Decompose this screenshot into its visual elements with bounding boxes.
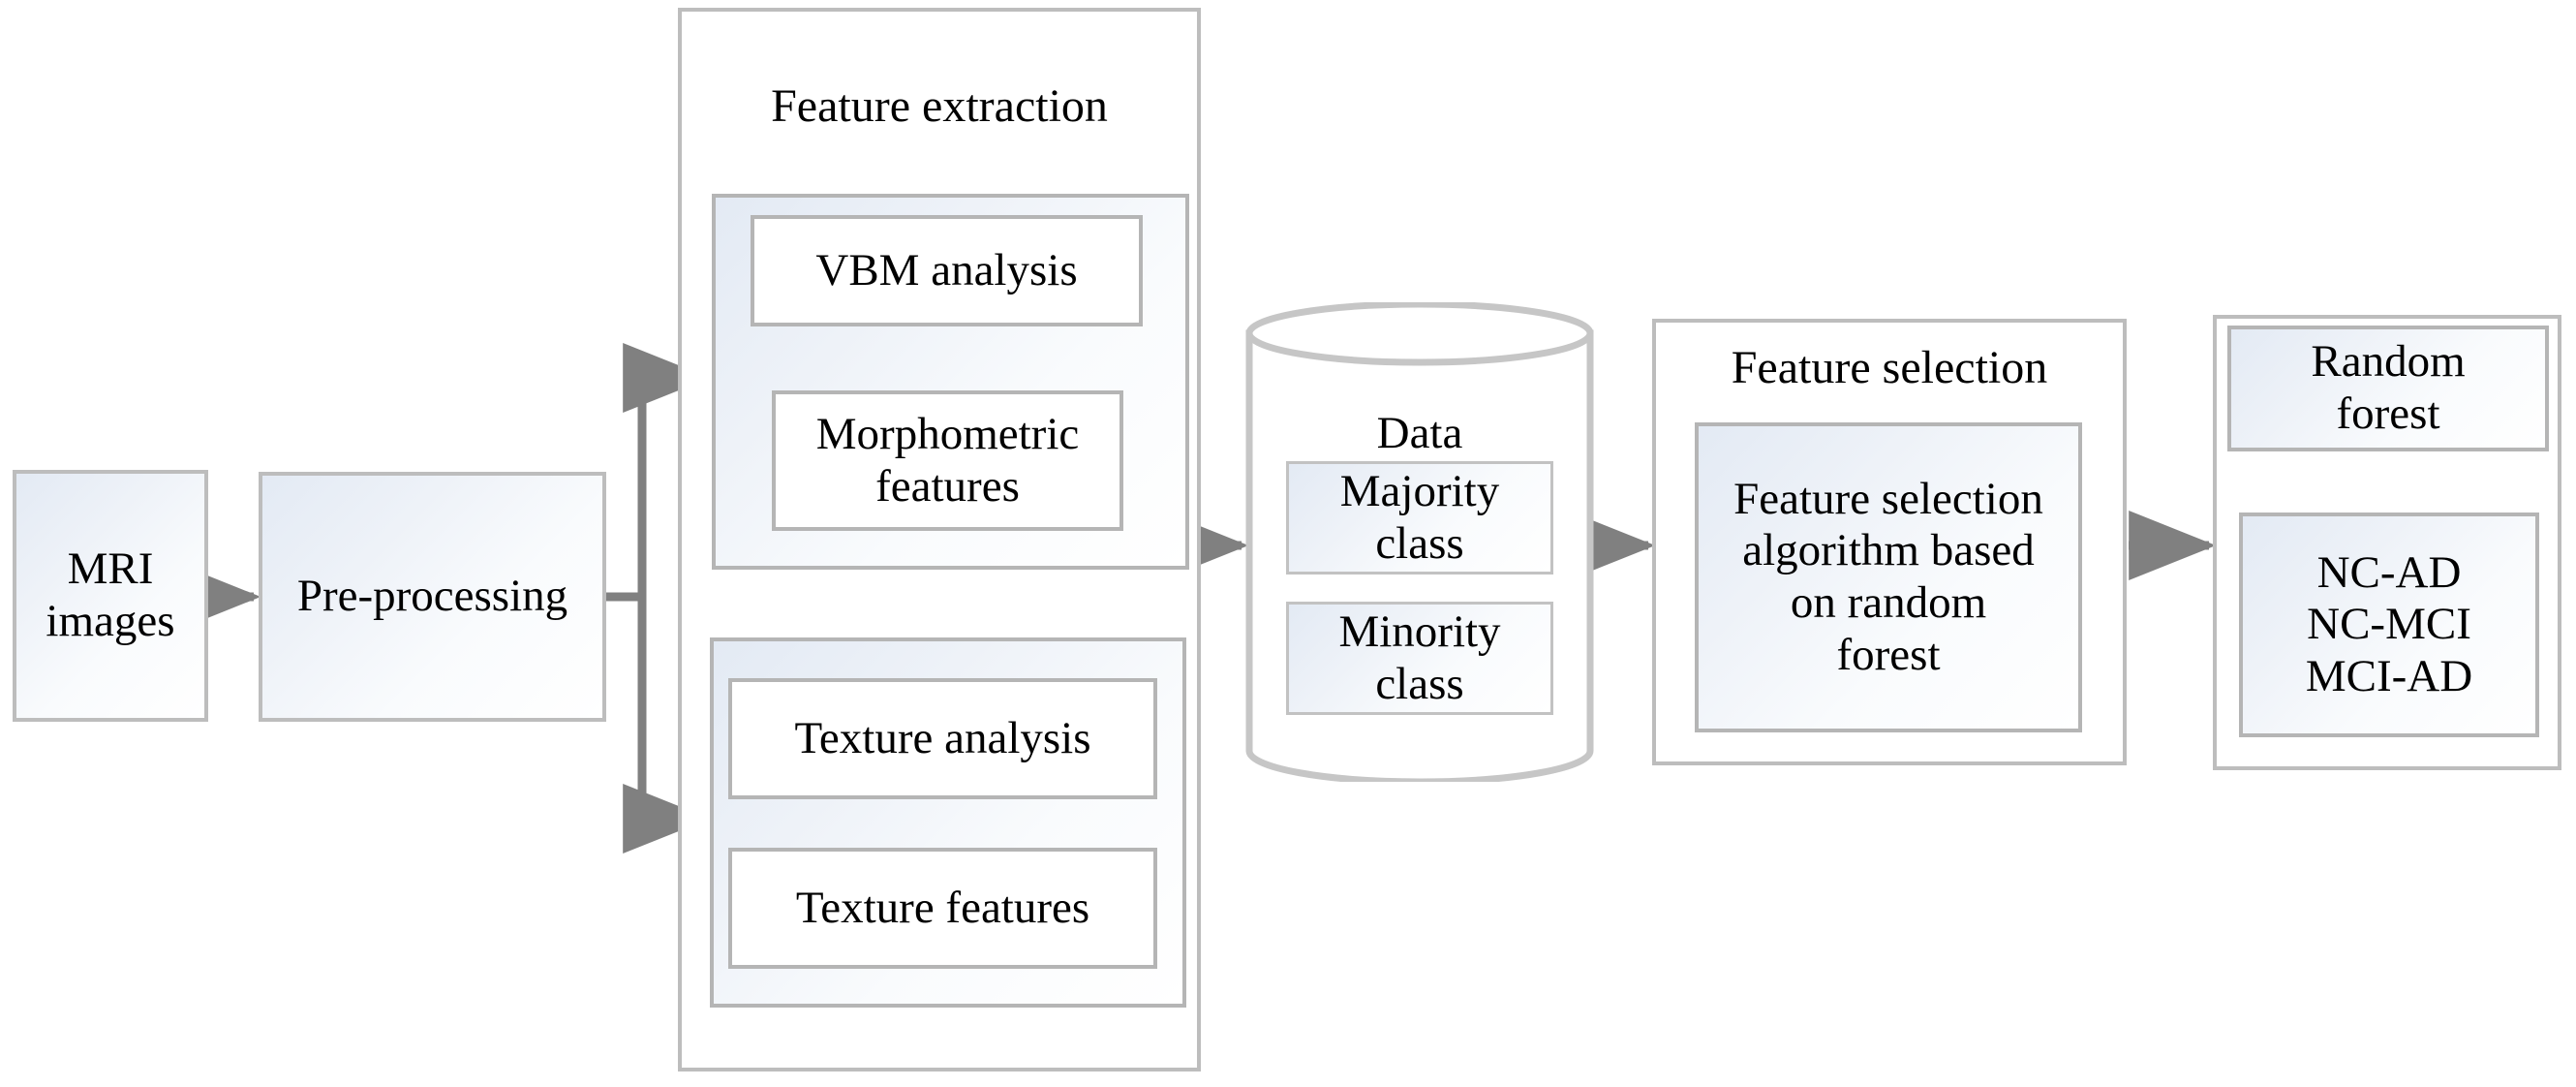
morphometric-features-line1: Morphometric	[815, 408, 1080, 459]
node-preprocessing[interactable]: Pre-processing	[259, 472, 606, 722]
minority-class-line1: Minority	[1338, 606, 1501, 657]
node-mri-images[interactable]: MRI images	[13, 470, 208, 722]
node-morphometric-features[interactable]: Morphometric features	[772, 390, 1123, 531]
node-random-forest[interactable]: Random forest	[2227, 326, 2549, 451]
data-store-title: Data	[1376, 408, 1463, 458]
majority-class-line2: class	[1375, 517, 1464, 569]
mri-images-line2: images	[46, 596, 175, 646]
preprocessing-label: Pre-processing	[296, 571, 568, 622]
feature-extraction-title: Feature extraction	[771, 80, 1108, 132]
feature-selection-body-line3: on random	[1790, 577, 1987, 628]
texture-analysis-label: Texture analysis	[794, 712, 1091, 763]
mri-images-line1: MRI	[67, 544, 154, 595]
feature-selection-body-line2: algorithm based	[1742, 525, 2035, 576]
node-texture-analysis[interactable]: Texture analysis	[728, 678, 1157, 799]
node-texture-features[interactable]: Texture features	[728, 848, 1157, 969]
feature-selection-body-line4: forest	[1836, 629, 1941, 680]
texture-features-label: Texture features	[795, 882, 1090, 933]
morphometric-features-line2: features	[875, 460, 1020, 512]
node-feature-selection-algorithm[interactable]: Feature selection algorithm based on ran…	[1695, 422, 2082, 732]
random-forest-line2: forest	[2336, 388, 2440, 439]
result-nc-mci: NC-MCI	[2307, 599, 2471, 650]
node-minority-class[interactable]: Minority class	[1286, 602, 1553, 715]
node-classification-results[interactable]: NC-AD NC-MCI MCI-AD	[2239, 512, 2539, 737]
minority-class-line2: class	[1375, 658, 1464, 709]
majority-class-line1: Majority	[1339, 465, 1500, 516]
node-data-store[interactable]: Data Majority class Minority class	[1245, 302, 1594, 782]
node-majority-class[interactable]: Majority class	[1286, 461, 1553, 575]
feature-selection-title: Feature selection	[1731, 342, 2048, 393]
result-nc-ad: NC-AD	[2316, 546, 2462, 598]
result-mci-ad: MCI-AD	[2305, 650, 2473, 701]
vbm-analysis-label: VBM analysis	[815, 244, 1078, 295]
random-forest-line1: Random	[2311, 336, 2466, 388]
feature-selection-body-line1: Feature selection	[1733, 473, 2043, 524]
node-vbm-analysis[interactable]: VBM analysis	[751, 215, 1143, 326]
